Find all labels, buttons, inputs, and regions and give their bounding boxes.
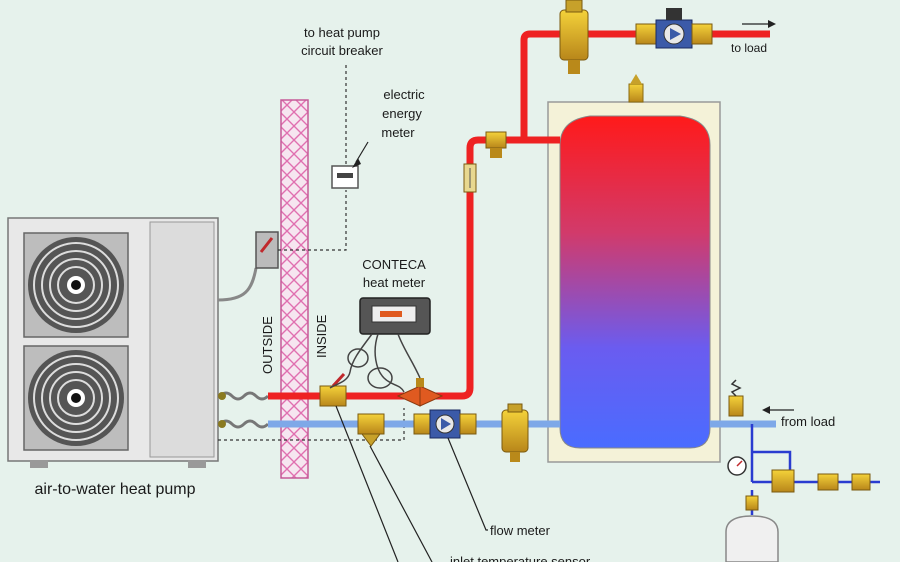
heat-meter-sensor [396,378,444,407]
relief-valve [728,379,744,417]
heat-meter-label-line1: CONTECA [362,257,426,272]
flex-connector-hot [218,391,270,401]
circulator-pump-icon [635,8,713,49]
outside-label: OUTSIDE [260,316,275,374]
heat-pump-unit [7,217,219,468]
heat-meter-label-line2: heat meter [363,275,426,290]
circuit-breaker-label-line1: to heat pump [304,25,380,40]
riser-flow-indicator [463,163,477,193]
flow-meter [413,409,477,439]
energy-meter-label-line3: meter [381,125,415,140]
pressure-gauge-icon [727,456,747,476]
label-leaders [335,405,488,562]
wall-insulation [280,99,309,479]
to-load-label: to load [731,41,767,55]
disconnect-switch [255,231,279,269]
electrical-wiring [218,62,405,441]
valve-icon [851,473,871,491]
energy-meter-label-line1: electric [383,87,425,102]
valve-icon [771,469,795,493]
valve-icon [319,372,347,407]
circuit-breaker-label-line2: circuit breaker [301,43,383,58]
valve-icon [485,131,507,158]
flex-connector-cold [218,419,270,429]
energy-meter-label-line2: energy [382,106,422,121]
storage-tank [547,101,721,463]
air-separator [559,0,589,74]
inlet-sensor-label: inlet temperature sensor [450,554,591,562]
heat-pump-label: air-to-water heat pump [35,481,196,498]
valve-icon [817,473,839,491]
strainer-valve [357,413,385,447]
sensor-cables [329,333,421,393]
to-load-arrow [742,20,776,28]
electric-energy-meter [331,165,359,189]
from-load-label: from load [781,414,835,429]
conteca-heat-meter [359,297,431,335]
fan-icon [23,345,129,451]
hot-supply-pipe [268,30,770,400]
valve-icon [745,495,759,511]
expansion-tank [725,515,779,562]
air-vent-icon [628,74,644,103]
power-cable [217,267,258,302]
inside-label: INSIDE [314,314,329,358]
from-load-arrow [762,406,794,414]
flow-meter-label: flow meter [490,523,551,538]
fan-icon [23,232,129,338]
air-separator [501,403,529,462]
